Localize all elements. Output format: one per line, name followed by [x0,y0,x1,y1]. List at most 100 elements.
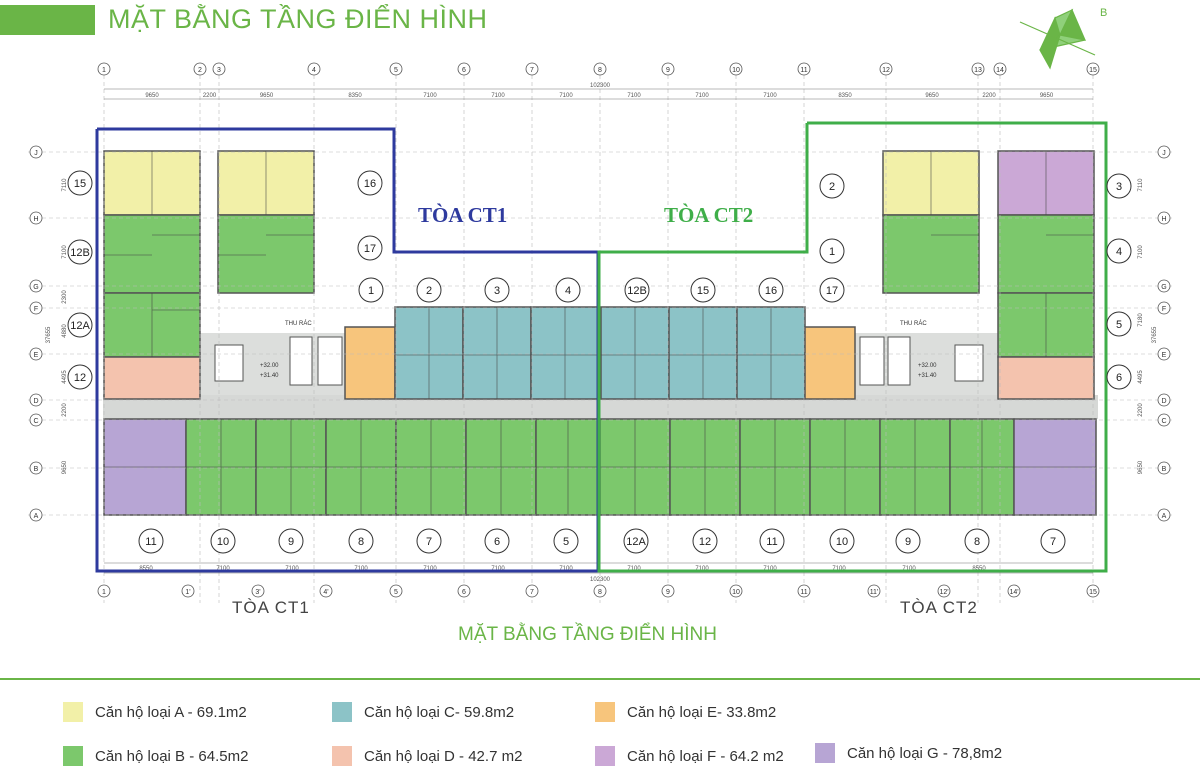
axis-label-left: B [34,466,39,473]
axis-label-right: J [1162,150,1166,157]
unit-bubble-ct2-bottom-circle [964,528,990,554]
axis-bubble-top [879,62,893,76]
axis-bubble-top [457,62,471,76]
legend-swatch-d [332,746,352,766]
axis-label-top: 14 [996,67,1004,74]
axis-label-bottom: 6 [462,589,466,596]
dim-bottom: 8550 [139,566,153,572]
legend-swatch-b [63,746,83,766]
ct1-unit-12 [103,356,201,400]
unit-bubble-ct2-bottom: 8 [974,536,980,548]
legend-swatch-g [815,743,835,763]
axis-label-top: 11 [800,67,807,74]
axis-label-bottom: 11 [800,589,807,596]
axis-label-top: 12 [882,67,890,74]
legend-item-b: Căn hộ loại B - 64.5m2 [63,746,248,766]
axis-bubble-left [29,301,43,315]
axis-label-top: 7 [530,67,534,74]
dim-top: 2200 [982,93,996,99]
axis-label-left: G [33,284,38,291]
dim-top: 7100 [627,93,641,99]
axis-label-right: D [1161,398,1166,405]
axis-bubble-bottom [593,584,607,598]
axis-bubble-right [1157,279,1171,293]
axis-bubble-right [1157,393,1171,407]
axis-bubble-top [661,62,675,76]
dim-left: 7110 [62,178,68,192]
unit-bubble-ct1-left: 12B [70,247,90,259]
axis-label-right: G [1161,284,1166,291]
floor-plan: THU RÁC THU RÁC +32.00 +31.40 +32.00 +31… [28,62,1172,603]
axis-bubble-top [593,62,607,76]
axis-bubble-bottom [1086,584,1100,598]
unit-bubble-ct2-bottom-circle [895,528,921,554]
axis-bubble-top [971,62,985,76]
dim-left: 2300 [62,290,68,304]
unit-bubble-ct2-right-circle [1106,238,1132,264]
dim-left-total: 37655 [46,326,52,343]
axis-label-bottom: 12' [939,589,948,596]
dim-bottom: 8550 [972,566,986,572]
dim-bottom: 7100 [491,566,505,572]
unit-bubble-ct1-upper-circle [357,235,383,261]
legend-label-d: Căn hộ loại D - 42.7 m2 [364,747,523,765]
axis-bubble-left [29,413,43,427]
axis-label-top: 8 [598,67,602,74]
unit-bubble-ct2-bottom-circle [759,528,785,554]
axis-bubble-left [29,145,43,159]
unit-bubble-ct2-bottom-circle [623,528,649,554]
unit-bubble-ct1-bottom-circle [553,528,579,554]
dim-bottom: 7100 [559,566,573,572]
axis-label-bottom: 15 [1089,589,1097,596]
dim-bottom: 7100 [285,566,299,572]
legend-label-a: Căn hộ loại A - 69.1m2 [95,703,247,721]
dim-right: 2200 [1138,403,1144,417]
ct2-unit-6 [997,356,1095,400]
unit-bubble-ct1-bottom-circle [348,528,374,554]
unit-bubble-ct1-left: 15 [74,178,86,190]
legend-label-b: Căn hộ loại B - 64.5m2 [95,747,249,765]
axis-bubble-top [1086,62,1100,76]
axis-label-top: 6 [462,67,466,74]
dim-bottom: 7100 [216,566,230,572]
title-accent-bar [0,5,95,35]
axis-bubble-left [29,461,43,475]
unit-bubble-ct2-bottom: 12 [699,536,711,548]
axis-label-right: A [1162,513,1167,520]
axis-bubble-left [29,211,43,225]
axis-label-bottom: 11' [870,589,879,596]
unit-bubble-ct1-bottom: 9 [288,536,294,548]
ct2-unit-1 [882,214,980,294]
axis-bubble-top [729,62,743,76]
unit-bubble-ct1-bottom-circle [138,528,164,554]
dim-right-total: 37655 [1152,326,1158,343]
unit-bubble-ct1-mid-circle [484,277,510,303]
axis-label-bottom: 7 [530,589,534,596]
unit-bubble-ct1-mid-circle [358,277,384,303]
axis-bubble-right [1157,211,1171,225]
legend-swatch-e [595,702,615,722]
legend-swatch-a [63,702,83,722]
unit-bubble-ct2-bottom-circle [1040,528,1066,554]
unit-bubble-ct1-left: 12A [70,320,90,332]
axis-bubble-bottom [867,584,881,598]
unit-bubble-ct2-right-circle [1106,364,1132,390]
axis-label-top: 4 [312,67,316,74]
compass-icon: B [1019,7,1107,70]
dim-right: 7100 [1138,245,1144,259]
axis-bubble-top [993,62,1007,76]
dim-top: 9650 [1040,93,1054,99]
unit-bubble-ct1-mid: 1 [368,285,374,297]
building-label-ct2: TÒA CT2 [900,598,978,617]
legend-label-e: Căn hộ loại E- 33.8m2 [627,703,777,721]
unit-bubble-ct2-mid: 16 [765,285,777,297]
axis-label-bottom: 3' [255,589,260,596]
legend-separator [0,678,1200,680]
unit-bubble-ct2-bottom: 12A [626,536,646,548]
ct2-outline [597,121,1108,573]
unit-bubble-ct2-mid-circle [624,277,650,303]
axis-label-left: F [34,306,38,313]
dim-bottom: 7100 [902,566,916,572]
building-label-ct1: TÒA CT1 [232,598,310,617]
